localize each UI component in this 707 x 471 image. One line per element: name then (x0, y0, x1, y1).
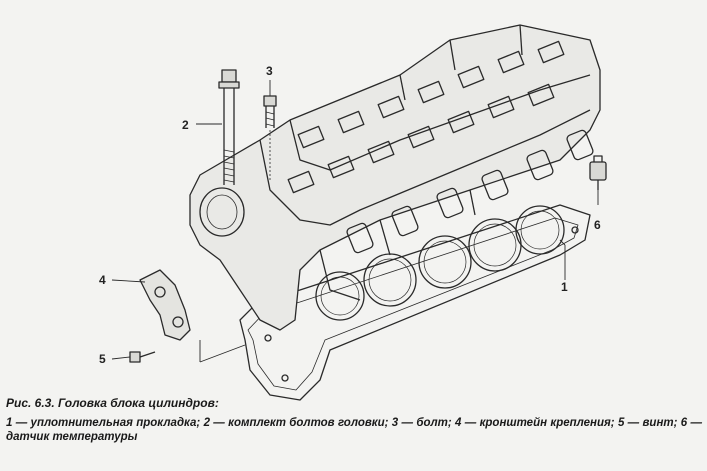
callout-4: 4 (99, 273, 106, 287)
caption-text: 1 — уплотнительная прокладка; 2 — компле… (6, 417, 702, 443)
callout-1: 1 (561, 280, 568, 294)
head-gasket (239, 204, 591, 401)
cylinder-head-illustration (111, 24, 607, 401)
callout-5: 5 (99, 352, 106, 366)
callout-3: 3 (266, 64, 273, 78)
head-bolt (218, 69, 240, 185)
small-bolt (263, 95, 277, 180)
cylinder-head-body (189, 24, 601, 331)
mounting-bracket (139, 269, 191, 341)
screw (129, 351, 156, 363)
leader-lines (111, 80, 599, 363)
callout-6: 6 (594, 218, 601, 232)
caption-title: Рис. 6.3. Головка блока цилиндров: (6, 396, 219, 410)
callout-2: 2 (182, 118, 189, 132)
figure-caption: Рис. 6.3. Головка блока цилиндров: 1 — у… (6, 396, 702, 444)
temperature-sensor (589, 155, 607, 190)
